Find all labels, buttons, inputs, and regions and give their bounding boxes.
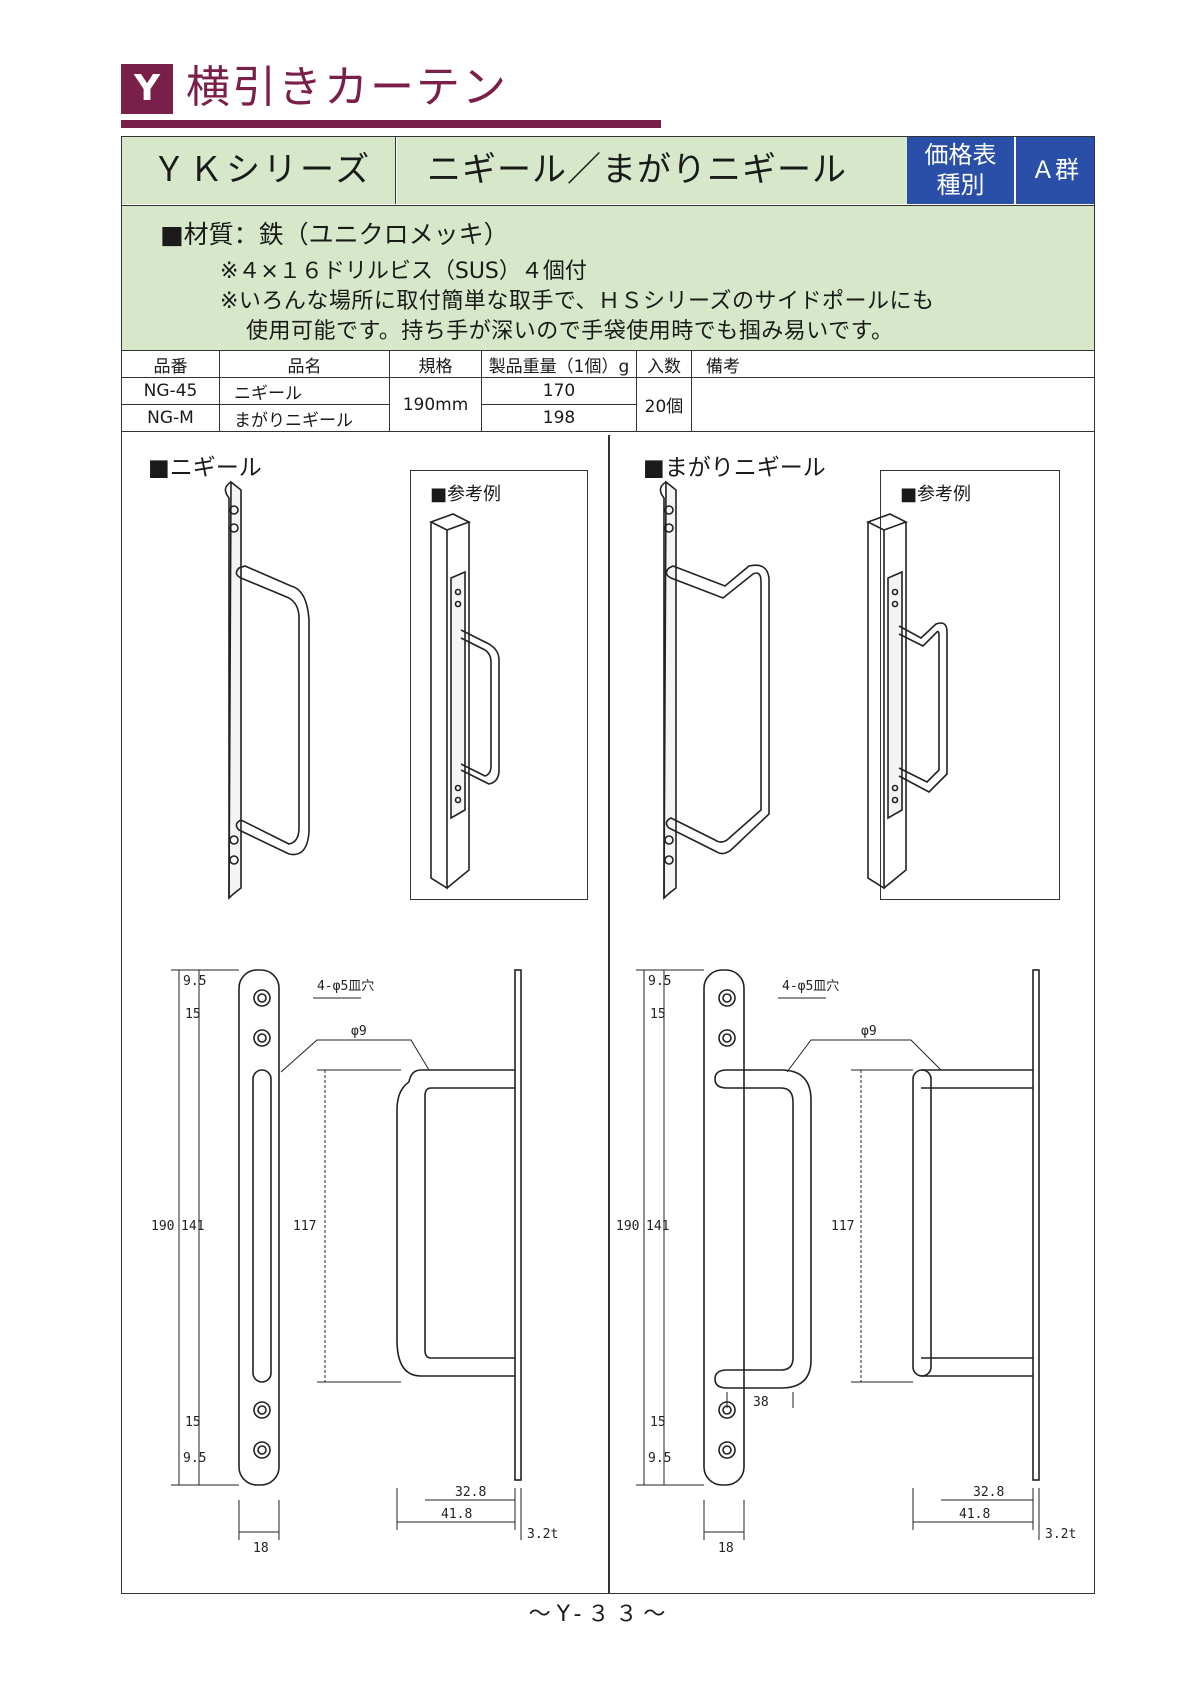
reference-label-right: ■参考例 [900, 484, 972, 505]
price-type-line1: 価格表 [924, 141, 997, 169]
dim-bottom-pitch: 15 [185, 1415, 201, 1430]
cell-name: ニギール [219, 377, 390, 405]
spec-table: 品番 品名 規格 製品重量（1個）g 入数 備考 NG-45 ニギール 190m… [121, 350, 1095, 432]
price-type-line2: 種別 [936, 171, 985, 199]
dim-hole-pitch: 15 [650, 1007, 666, 1022]
header-name: 品名 [219, 350, 390, 378]
technical-drawings: 9.5 15 190 141 117 15 9.5 4-φ5皿穴 φ9 18 3… [151, 969, 1076, 1556]
dim-top-margin: 9.5 [648, 974, 671, 989]
dim-depth-outer: 41.8 [441, 1507, 472, 1522]
dim-depth-outer: 41.8 [959, 1507, 990, 1522]
magari-nigiru-3d-illustration [659, 480, 770, 900]
dim-plate-width: 18 [253, 1541, 269, 1556]
dim-bottom-pitch: 15 [650, 1415, 666, 1430]
dim-grip-span: 117 [831, 1219, 854, 1234]
price-type-label: 価格表 種別 [907, 137, 1014, 204]
dim-total-height: 190 [616, 1219, 639, 1234]
table-row: NG-M まがりニギール 198 [121, 404, 1095, 432]
dim-depth-inner: 32.8 [455, 1485, 486, 1500]
header-code: 品番 [121, 350, 220, 378]
cell-size: 190mm [389, 377, 482, 432]
cell-remarks [691, 377, 1095, 432]
header-quantity: 入数 [636, 350, 692, 378]
spec-header-row: 品番 品名 規格 製品重量（1個）g 入数 備考 [121, 350, 1095, 378]
dim-plate-thickness: 3.2t [527, 1527, 558, 1542]
material-title: ■材質：鉄（ユニクロメッキ） [160, 220, 509, 249]
magari-nigiru-reference-illustration [865, 513, 948, 890]
nigiru-reference-illustration [428, 513, 500, 890]
dim-bar-diameter: φ9 [861, 1024, 877, 1039]
dim-inner-height: 141 [646, 1219, 669, 1234]
magari-nigiru-dimension-labels: 9.5 15 190 141 117 15 9.5 4-φ5皿穴 φ9 38 1… [616, 974, 1076, 1556]
section-title-magari-nigiru: ■まがりニギール [643, 455, 826, 481]
dim-depth-inner: 32.8 [973, 1485, 1004, 1500]
header-divider [1014, 137, 1016, 204]
material-note-screws: ※４×１６ドリルビス（SUS）４個付 [220, 259, 587, 284]
dim-holes: 4-φ5皿穴 [782, 979, 839, 994]
dim-top-margin: 9.5 [183, 974, 206, 989]
dim-total-height: 190 [151, 1219, 174, 1234]
series-name: ＹＫシリーズ [122, 137, 396, 204]
material-note-usage-2: 使用可能です。持ち手が深いので手袋使用時でも掴み易いです。 [246, 319, 894, 344]
product-name: ニギール／まがりニギール [397, 137, 907, 204]
table-row: NG-45 ニギール 190mm 170 20個 [121, 377, 1095, 432]
header-weight: 製品重量（1個）g [481, 350, 637, 378]
cell-code: NG-45 [121, 377, 220, 405]
dim-plate-thickness: 3.2t [1045, 1527, 1076, 1542]
dim-hole-pitch: 15 [185, 1007, 201, 1022]
dim-bend-offset: 38 [753, 1395, 769, 1410]
section-divider [608, 435, 610, 1594]
dim-bar-diameter: φ9 [351, 1024, 367, 1039]
cell-name: まがりニギール [219, 404, 390, 432]
dim-grip-span: 117 [293, 1219, 316, 1234]
reference-label-left: ■参考例 [430, 484, 502, 505]
product-illustrations [224, 480, 948, 900]
nigiru-dimension-labels: 9.5 15 190 141 117 15 9.5 4-φ5皿穴 φ9 18 3… [151, 974, 558, 1556]
header-size: 規格 [389, 350, 482, 378]
material-note-usage-1: ※いろんな場所に取付簡単な取手で、ＨＳシリーズのサイドポールにも [220, 289, 935, 314]
magari-nigiru-drawing [636, 969, 1040, 1540]
price-group: Ａ群 [1016, 137, 1094, 204]
page-title: 横引きカーテン [186, 62, 508, 113]
cell-weight: 170 [481, 377, 637, 405]
cell-code: NG-M [121, 404, 220, 432]
cell-quantity: 20個 [636, 377, 692, 432]
header-remarks: 備考 [691, 350, 1095, 378]
reference-box-right [880, 470, 1060, 900]
title-rule [121, 120, 661, 128]
reference-box-left [410, 470, 588, 900]
section-title-nigiru: ■ニギール [148, 455, 262, 481]
cell-weight: 198 [481, 404, 637, 432]
nigiru-3d-illustration [224, 480, 310, 900]
page-number: ～Y-３３～ [528, 1602, 672, 1627]
dim-bottom-margin: 9.5 [648, 1451, 671, 1466]
dim-bottom-margin: 9.5 [183, 1451, 206, 1466]
material-block [122, 205, 1094, 350]
dim-plate-width: 18 [718, 1541, 734, 1556]
dim-inner-height: 141 [181, 1219, 204, 1234]
title-badge: Y [121, 64, 173, 114]
nigiru-drawing [171, 969, 522, 1540]
dim-holes: 4-φ5皿穴 [317, 979, 374, 994]
